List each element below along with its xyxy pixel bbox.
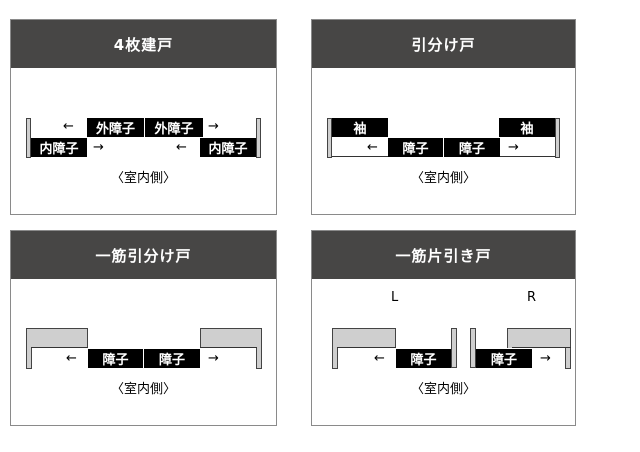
arrow-left-icon: ← (63, 119, 74, 134)
track-line (332, 156, 388, 157)
arrow-right-icon: → (93, 140, 104, 155)
panel-title: 4枚建戸 (11, 20, 276, 68)
right-wall-post (565, 347, 571, 369)
left-wall-post (26, 347, 32, 369)
outer-shoji-right: 外障子 (145, 118, 203, 137)
shoji-right: 障子 (444, 138, 500, 157)
left-wall (332, 328, 396, 348)
panel-title: 一筋片引き戸 (312, 231, 575, 279)
arrow-right-icon: → (540, 351, 551, 366)
arrow-right-icon: → (208, 351, 219, 366)
outer-shoji-left: 外障子 (87, 118, 145, 137)
left-frame-post (26, 118, 31, 158)
arrow-left-icon: ← (66, 351, 77, 366)
track-line (31, 347, 88, 348)
track-line (500, 156, 555, 157)
panel-title: 一筋引分け戸 (11, 231, 276, 279)
right-frame-post (256, 118, 261, 158)
track-line (512, 347, 571, 348)
arrow-right-icon: → (508, 140, 519, 155)
left-wall (26, 328, 88, 348)
panel-4-panel-door: 4枚建戸 外障子 外障子 内障子 内障子 ← → → ← 〈室内側〉 (10, 19, 277, 215)
arrow-left-icon: ← (374, 351, 385, 366)
label-left: L (391, 290, 399, 305)
track-line (337, 347, 396, 348)
interior-side-caption: 〈室内側〉 (110, 171, 176, 186)
panel-single-track-bi-parting-door: 一筋引分け戸 障子 障子 ← → 〈室内側〉 (10, 230, 277, 426)
panel-title: 引分け戸 (312, 20, 575, 68)
left-wall-post (332, 347, 338, 369)
shoji-left: 障子 (88, 349, 144, 368)
sleeve-right: 袖 (499, 118, 555, 137)
inner-shoji-left: 内障子 (31, 138, 87, 157)
shoji-left: 障子 (396, 349, 451, 368)
shoji-right: 障子 (476, 349, 532, 368)
label-right: R (527, 290, 537, 305)
track-line (200, 347, 257, 348)
panel-single-track-sliding-door: 一筋片引き戸 L R 障子 ← 障子 → 〈室内側〉 (311, 230, 576, 426)
arrow-left-icon: ← (367, 140, 378, 155)
arrow-right-icon: → (208, 119, 219, 134)
interior-side-caption: 〈室内側〉 (410, 171, 476, 186)
left-frame-post (327, 118, 332, 158)
right-wall (200, 328, 262, 348)
interior-side-caption: 〈室内側〉 (110, 382, 176, 397)
right-jamb-post (470, 328, 476, 368)
right-frame-post (555, 118, 560, 158)
inner-shoji-right: 内障子 (200, 138, 256, 157)
left-jamb-post (451, 328, 457, 368)
shoji-left: 障子 (388, 138, 444, 157)
interior-side-caption: 〈室内側〉 (410, 382, 476, 397)
arrow-left-icon: ← (176, 140, 187, 155)
right-wall-post (256, 347, 262, 369)
sleeve-left: 袖 (332, 118, 388, 137)
right-wall (507, 328, 571, 348)
panel-bi-parting-door: 引分け戸 袖 袖 障子 障子 ← → 〈室内側〉 (311, 19, 576, 215)
shoji-right: 障子 (144, 349, 200, 368)
